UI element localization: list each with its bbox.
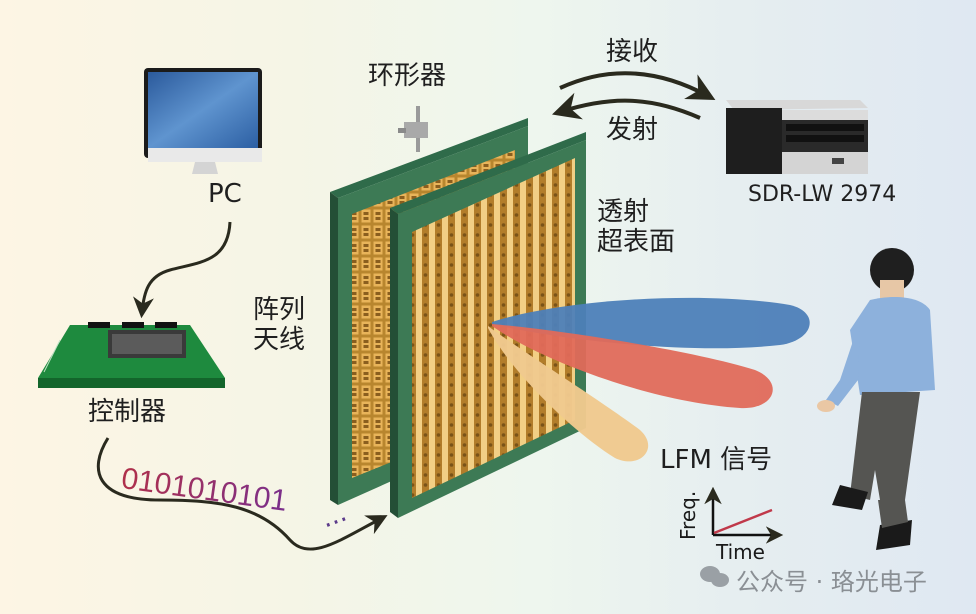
receive-arrow	[559, 71, 716, 100]
controller-to-antenna-arrow	[96, 437, 388, 551]
controller-label: 控制器	[88, 397, 167, 427]
controller-board-icon	[38, 322, 225, 388]
beams	[488, 297, 810, 462]
transmit-arrow	[551, 92, 701, 120]
red-beam	[492, 324, 773, 409]
metasurface-label: 透射 超表面	[597, 197, 676, 257]
lfm-label: LFM 信号	[660, 445, 773, 475]
pc-label: PC	[208, 179, 242, 209]
wechat-icon	[700, 566, 729, 587]
lfm-chirp-line	[713, 508, 773, 535]
metasurface-panel	[390, 132, 586, 518]
person-figure	[817, 248, 935, 550]
circulator-icon	[398, 106, 428, 152]
lfm-ylabel: Freq.	[676, 490, 700, 540]
pc-monitor-icon	[144, 68, 262, 174]
receive-label: 接收	[606, 37, 659, 67]
sdr-label: SDR-LW 2974	[748, 182, 897, 207]
sdr-device-icon	[726, 100, 868, 174]
yellow-beam	[488, 326, 649, 462]
lfm-plot	[704, 486, 784, 544]
array-antenna-label: 阵列 天线	[253, 295, 306, 355]
transmit-label: 发射	[606, 115, 659, 145]
pc-to-controller-arrow	[133, 221, 232, 319]
watermark: 公众号 · 珞光电子	[736, 568, 927, 596]
lfm-xlabel: Time	[716, 540, 765, 564]
circulator-label: 环形器	[368, 61, 447, 91]
